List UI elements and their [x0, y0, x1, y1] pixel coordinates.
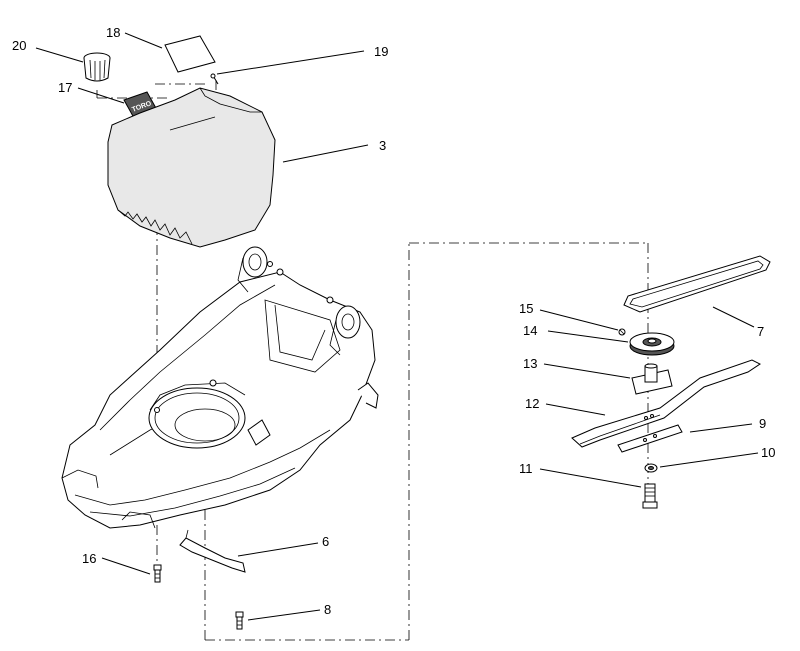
pulley-part: [629, 332, 675, 356]
callout-3: 3: [379, 138, 386, 153]
callout-20: 20: [12, 38, 26, 53]
callout-7: 7: [757, 324, 764, 339]
fuel-cap-part: [83, 52, 111, 82]
screw-15-part: [618, 328, 626, 336]
callout-13: 13: [523, 356, 537, 371]
blade-part: [571, 359, 761, 448]
callout-17: 17: [58, 80, 72, 95]
callout-6: 6: [322, 534, 329, 549]
bolt-8-part: [235, 611, 244, 630]
callout-8: 8: [324, 602, 331, 617]
drive-belt-part: [623, 255, 771, 313]
callout-18: 18: [106, 25, 120, 40]
cover-plate-part: [164, 35, 216, 73]
callout-14: 14: [523, 323, 537, 338]
callout-12: 12: [525, 396, 539, 411]
screw-19-part: [210, 73, 219, 85]
washer-part: [644, 463, 658, 473]
callout-9: 9: [759, 416, 766, 431]
callout-labels: 20 18 19 17 3 15 14 7 13 12 9 10 11 6 16…: [12, 25, 775, 617]
callout-15: 15: [519, 301, 533, 316]
callout-10: 10: [761, 445, 775, 460]
blade-adapter-part: [631, 363, 673, 395]
callout-19: 19: [374, 44, 388, 59]
blade-bolt-part: [642, 483, 658, 509]
mower-deck-part: [61, 246, 379, 529]
leader-lines: [35, 32, 759, 621]
bracket-part: [179, 529, 246, 573]
stiffener-plate-part: [617, 424, 683, 453]
bolt-16-part: [153, 564, 162, 583]
callout-11: 11: [519, 461, 533, 476]
engine-part: [107, 87, 276, 248]
callout-16: 16: [82, 551, 96, 566]
